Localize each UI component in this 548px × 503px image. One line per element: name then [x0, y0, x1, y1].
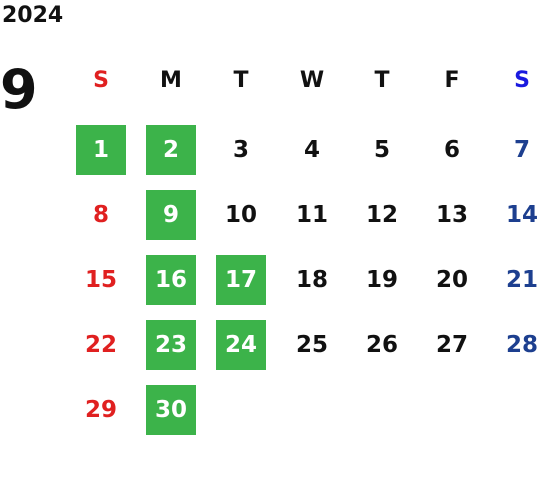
weekday-header-1: M — [160, 67, 182, 93]
day-cell-21[interactable]: 21 — [505, 267, 538, 293]
day-cell-23[interactable]: 23 — [146, 320, 196, 370]
day-cell-6[interactable]: 6 — [443, 137, 460, 163]
day-cell-20[interactable]: 20 — [435, 267, 468, 293]
weekday-header-3: W — [299, 67, 325, 93]
day-cell-12[interactable]: 12 — [365, 202, 398, 228]
day-cell-26[interactable]: 26 — [365, 332, 398, 358]
day-cell-18[interactable]: 18 — [295, 267, 328, 293]
day-cell-11[interactable]: 11 — [295, 202, 328, 228]
day-cell-5[interactable]: 5 — [373, 137, 390, 163]
day-cell-15[interactable]: 15 — [84, 267, 117, 293]
day-cell-3[interactable]: 3 — [232, 137, 249, 163]
day-cell-16[interactable]: 16 — [146, 255, 196, 305]
day-cell-8[interactable]: 8 — [92, 202, 109, 228]
day-cell-1[interactable]: 1 — [76, 125, 126, 175]
day-cell-2[interactable]: 2 — [146, 125, 196, 175]
day-cell-29[interactable]: 29 — [84, 397, 117, 423]
day-cell-28[interactable]: 28 — [505, 332, 538, 358]
weekday-header-4: T — [374, 67, 390, 93]
weekday-header-2: T — [233, 67, 249, 93]
day-cell-22[interactable]: 22 — [84, 332, 117, 358]
weekday-header-6: S — [514, 67, 530, 93]
day-cell-14[interactable]: 14 — [505, 202, 538, 228]
month-number: 9 — [0, 58, 38, 121]
day-cell-9[interactable]: 9 — [146, 190, 196, 240]
day-cell-17[interactable]: 17 — [216, 255, 266, 305]
day-cell-27[interactable]: 27 — [435, 332, 468, 358]
year-label: 2024 — [2, 3, 64, 28]
day-cell-4[interactable]: 4 — [303, 137, 320, 163]
day-cell-19[interactable]: 19 — [365, 267, 398, 293]
day-cell-24[interactable]: 24 — [216, 320, 266, 370]
day-cell-30[interactable]: 30 — [146, 385, 196, 435]
day-cell-10[interactable]: 10 — [224, 202, 257, 228]
day-cell-13[interactable]: 13 — [435, 202, 468, 228]
weekday-header-5: F — [444, 67, 460, 93]
weekday-header-0: S — [93, 67, 109, 93]
day-cell-25[interactable]: 25 — [295, 332, 328, 358]
day-cell-7[interactable]: 7 — [513, 137, 530, 163]
